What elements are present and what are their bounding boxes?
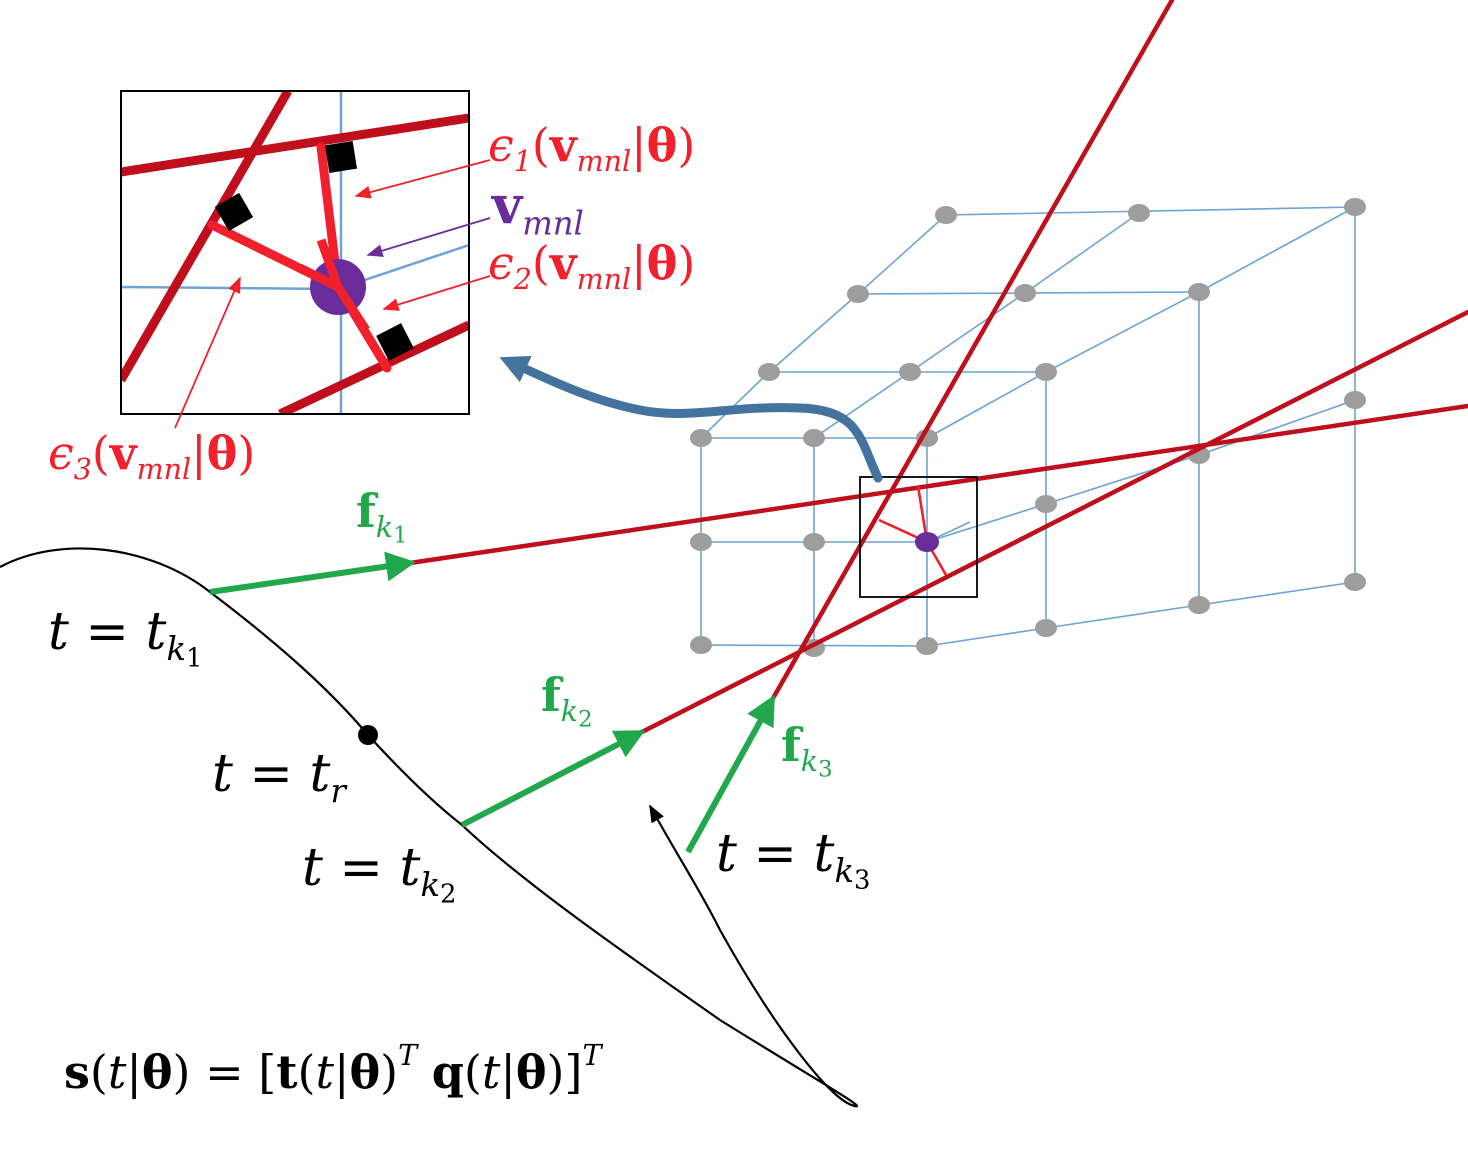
voxel-center xyxy=(915,532,939,552)
rays xyxy=(407,0,1468,736)
grid-node xyxy=(690,533,712,551)
ray-k1 xyxy=(407,403,1468,566)
right-angle-marker xyxy=(376,323,414,361)
grid-node xyxy=(1128,204,1150,222)
pointer-eps1 xyxy=(354,159,491,199)
label-t-eq-tk3: t = tk3 xyxy=(716,824,871,896)
bearing-vector-fk2 xyxy=(460,730,646,828)
grid-node xyxy=(1188,283,1210,301)
zoom-region xyxy=(859,476,978,598)
label-eps1: ϵ1(vmnl|θ) xyxy=(488,118,696,178)
grid-nodes xyxy=(690,198,1366,657)
trajectory-curve xyxy=(0,547,859,1108)
grid-node xyxy=(1344,198,1366,216)
right-angle-marker xyxy=(214,192,254,232)
label-eps2: ϵ2(vmnl|θ) xyxy=(488,236,696,296)
grid-node xyxy=(1188,596,1210,614)
bearing-vector-fk3 xyxy=(685,694,775,854)
grid-node xyxy=(803,533,825,551)
grid-node xyxy=(935,206,957,224)
pointer-vmnl xyxy=(366,217,491,257)
label-vmnl: vmnl xyxy=(492,175,584,243)
grid-node xyxy=(847,285,869,303)
grid-node xyxy=(899,363,921,381)
label-fk1: fk1 xyxy=(356,484,408,549)
bearing-vector-fk1 xyxy=(209,551,416,595)
inset-view xyxy=(120,90,491,429)
grid-node xyxy=(690,636,712,654)
grid-node xyxy=(1035,363,1057,381)
pointer-eps3 xyxy=(174,276,241,429)
ray-k3 xyxy=(769,0,1175,703)
grid-node xyxy=(1035,619,1057,637)
ray-k2 xyxy=(637,309,1468,736)
zoom-arrow xyxy=(499,355,883,483)
grid-node xyxy=(916,637,938,655)
label-t-eq-tk2: t = tk2 xyxy=(302,838,457,910)
label-fk3: fk3 xyxy=(781,718,833,783)
grid-node xyxy=(1014,284,1036,302)
right-angle-marker xyxy=(324,140,358,174)
label-t-eq-tr: t = tr xyxy=(212,744,346,811)
reference-point-tr xyxy=(358,725,378,745)
grid-node xyxy=(1035,495,1057,513)
voxel-grid xyxy=(700,206,1356,648)
grid-node xyxy=(1344,391,1366,409)
grid-node xyxy=(690,429,712,447)
label-eps3: ϵ3(vmnl|θ) xyxy=(48,426,256,486)
bearing-vectors xyxy=(209,551,775,854)
grid-node xyxy=(758,363,780,381)
label-trajectory-formula: s(t|θ) = [t(t|θ)T q(t|θ)]T xyxy=(64,1039,602,1099)
grid-node xyxy=(1344,573,1366,591)
label-fk2: fk2 xyxy=(541,668,593,733)
grid-node xyxy=(803,429,825,447)
pointer-eps2 xyxy=(382,275,491,311)
label-t-eq-tk1: t = tk1 xyxy=(48,602,203,674)
